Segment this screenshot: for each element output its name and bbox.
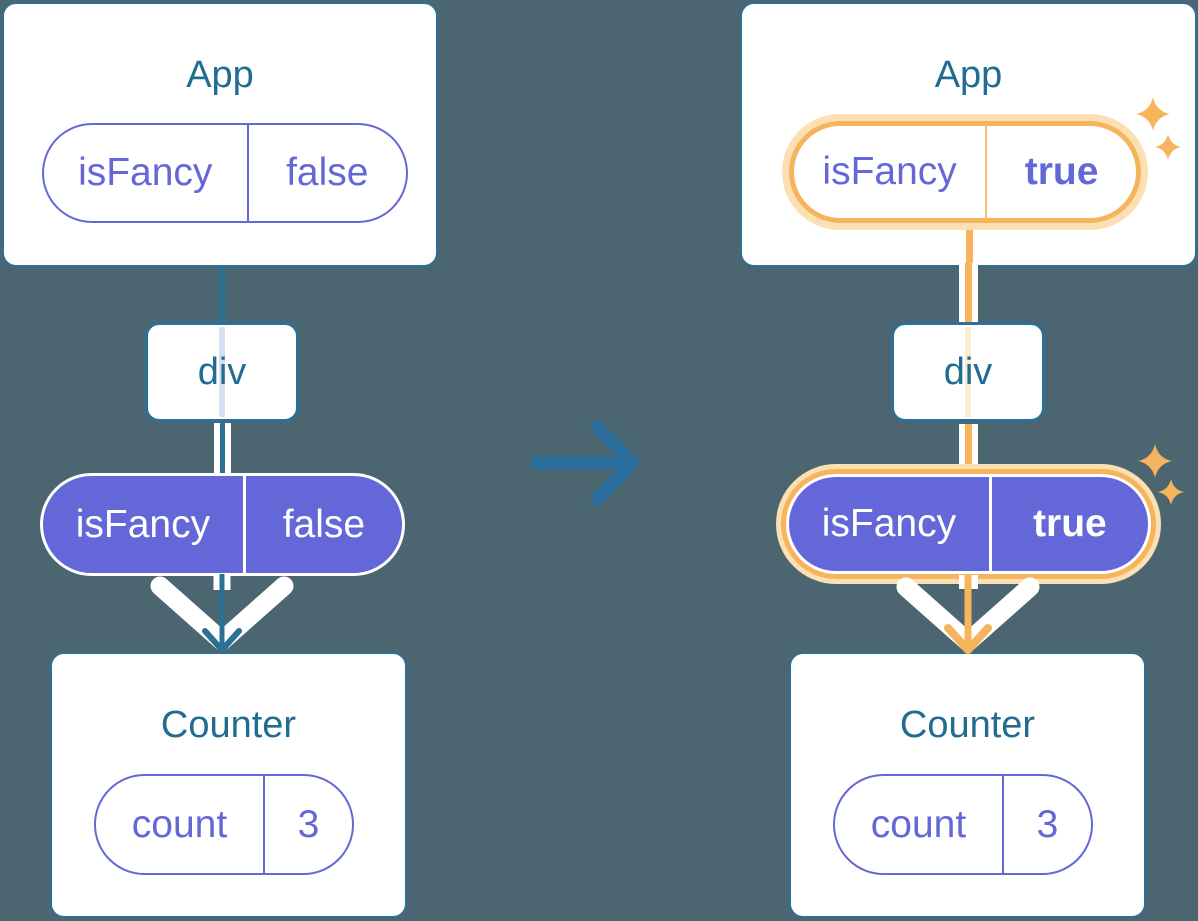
sparkle-icon [1138, 444, 1172, 478]
prop-pipe-before [214, 423, 231, 476]
state-value-label: 3 [297, 802, 320, 846]
app-card-after: App isFancy true [740, 2, 1197, 267]
counter-card-before: Counter count 3 [50, 652, 407, 918]
highlighted-prop-stem [966, 226, 973, 266]
prop-value-label: true [1033, 502, 1107, 545]
app-prop-pill-before: isFancy false [42, 123, 408, 223]
arrow-down-into-counter-after [896, 575, 1040, 654]
counter-state-pill-after: count 3 [833, 774, 1093, 875]
passed-prop-pill-after: isFancy true [786, 474, 1151, 574]
counter-card-after: Counter count 3 [789, 652, 1146, 918]
state-name-label: count [835, 776, 1004, 873]
prop-value-label: true [1024, 150, 1099, 193]
counter-state-pill-before: count 3 [94, 774, 354, 875]
transition-arrow-right-icon [530, 420, 640, 506]
app-card-before: App isFancy false [2, 2, 438, 267]
div-box-after: div [891, 322, 1045, 422]
edge-app-to-div-before [220, 264, 225, 324]
state-value-label: 3 [1036, 802, 1059, 846]
div-label: div [943, 350, 993, 393]
prop-name-label: isFancy [43, 476, 246, 573]
prop-value-label: false [282, 502, 366, 546]
prop-name-label: isFancy [794, 126, 988, 218]
app-title: App [186, 54, 254, 96]
passed-prop-pill-before: isFancy false [40, 473, 405, 576]
app-title: App [934, 54, 1003, 96]
div-label: div [197, 350, 247, 393]
prop-pipe-after-upper [959, 263, 978, 325]
prop-value-label: false [286, 151, 369, 194]
sparkle-icon [1158, 479, 1184, 505]
arrow-down-into-counter-before [150, 574, 294, 653]
counter-title: Counter [899, 704, 1036, 746]
div-box-before: div [145, 322, 299, 422]
state-name-label: count [96, 776, 265, 873]
counter-title: Counter [160, 704, 297, 746]
prop-pipe-after-lower [959, 424, 978, 476]
app-prop-pill-after: isFancy true [789, 121, 1141, 223]
prop-name-label: isFancy [44, 125, 249, 221]
sparkle-icon [1136, 97, 1170, 131]
prop-name-label: isFancy [789, 477, 992, 571]
sparkle-icon [1155, 134, 1181, 160]
prop-passthrough-line [965, 327, 971, 417]
prop-passthrough-line [219, 327, 225, 417]
